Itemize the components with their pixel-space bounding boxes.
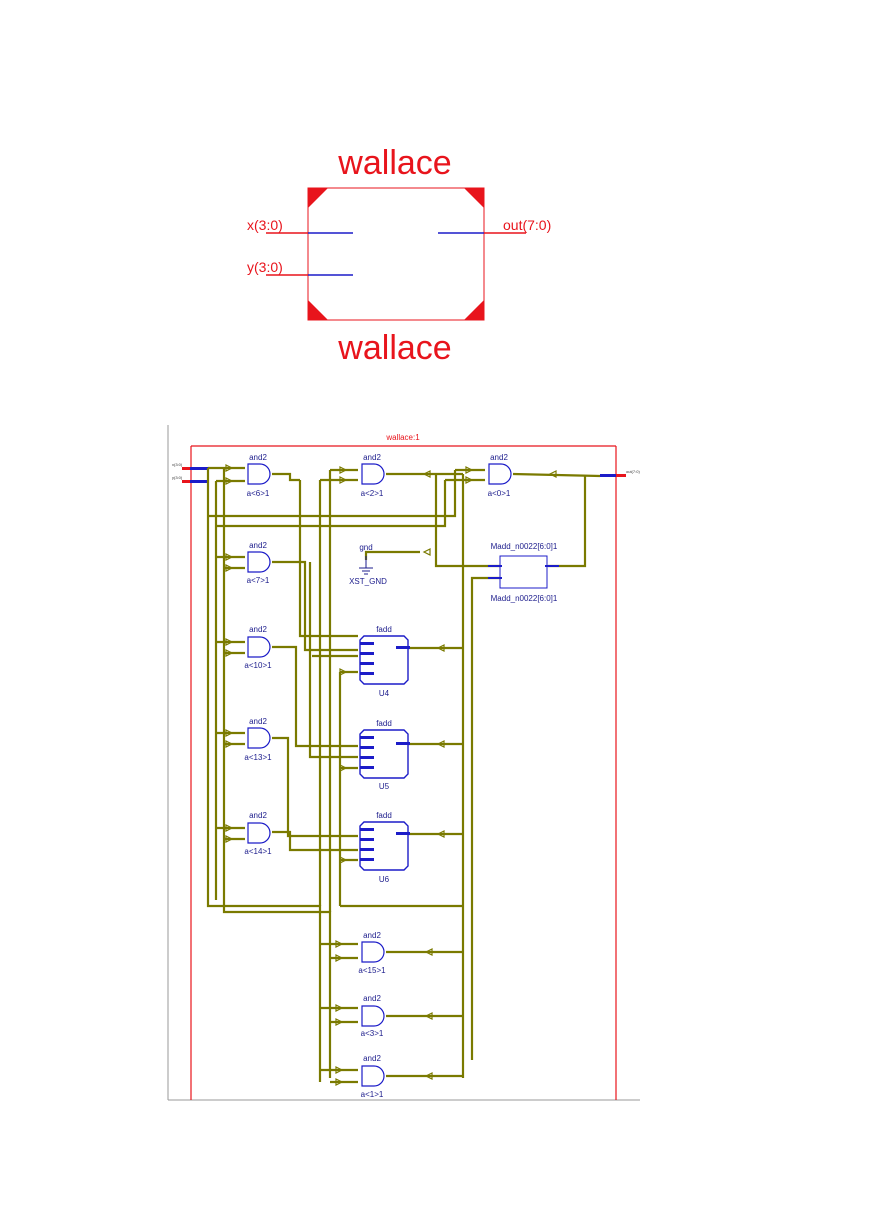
gnd-name: XST_GND: [349, 577, 387, 586]
gnd-symbol[interactable]: gnd XST_GND: [349, 543, 387, 586]
gate-a3-name: a<3>1: [361, 1029, 384, 1038]
bus-input-x: [190, 467, 208, 470]
gate-a1[interactable]: and2 a<1>1: [361, 1054, 385, 1099]
bus-input-x-tag: x(3:0): [172, 462, 183, 467]
bus-output-tag: out(7:0): [626, 469, 640, 474]
gate-a15-name: a<15>1: [358, 966, 386, 975]
madd-name: Madd_n0022[6:0]1: [491, 594, 558, 603]
madd-type: Madd_n0022[6:0]1: [491, 542, 558, 551]
port-label-y: y(3:0): [247, 259, 283, 275]
schematic-view: wallace:1 x(3:0) y(3:0) out(7:0): [167, 425, 640, 1101]
gate-a15[interactable]: and2 a<15>1: [358, 931, 386, 975]
wallace-symbol: wallace x(3:0) y(3:0) out(7:0) wallace: [247, 144, 551, 367]
fadd-u6-type: fadd: [376, 811, 392, 820]
symbol-title-top: wallace: [337, 144, 451, 182]
fadd-u5[interactable]: fadd U5: [359, 719, 410, 791]
gate-a13-type: and2: [249, 717, 267, 726]
bus-output: [600, 474, 616, 477]
bus-input-y: [190, 480, 208, 483]
symbol-title-bottom: wallace: [337, 329, 451, 367]
gate-a14-name: a<14>1: [244, 847, 272, 856]
gate-a13-name: a<13>1: [244, 753, 272, 762]
gate-a0-type: and2: [490, 453, 508, 462]
fadd-u4-name: U4: [379, 689, 390, 698]
fadd-u6-name: U6: [379, 875, 390, 884]
gate-a0[interactable]: and2 a<0>1: [488, 453, 512, 498]
gate-a0-name: a<0>1: [488, 489, 511, 498]
fadd-u5-type: fadd: [376, 719, 392, 728]
gate-a6[interactable]: and2 a<6>1: [247, 453, 271, 498]
corner-mark-br: [464, 300, 484, 320]
wire-net: [206, 466, 601, 1084]
gate-a15-type: and2: [363, 931, 381, 940]
fadd-u5-name: U5: [379, 782, 390, 791]
gate-a7-type: and2: [249, 541, 267, 550]
gate-a3[interactable]: and2 a<3>1: [361, 994, 385, 1038]
fadd-u6[interactable]: fadd U6: [359, 811, 410, 884]
gate-a1-name: a<1>1: [361, 1090, 384, 1099]
gate-a3-type: and2: [363, 994, 381, 1003]
gate-a13[interactable]: and2 a<13>1: [244, 717, 272, 762]
corner-mark-bl: [308, 300, 328, 320]
symbol-body: [307, 187, 485, 321]
bus-output-stub: [616, 474, 626, 477]
gate-a14-type: and2: [249, 811, 267, 820]
gnd-type: gnd: [359, 543, 372, 552]
gate-a10-type: and2: [249, 625, 267, 634]
gate-a2[interactable]: and2 a<2>1: [361, 453, 385, 498]
bus-input-y-tag: y(3:0): [172, 475, 183, 480]
frame-label: wallace:1: [385, 433, 420, 442]
madd-block[interactable]: Madd_n0022[6:0]1 Madd_n0022[6:0]1: [488, 542, 559, 603]
gate-a7[interactable]: and2 a<7>1: [247, 541, 271, 585]
port-label-out: out(7:0): [503, 217, 551, 233]
gate-a10-name: a<10>1: [244, 661, 272, 670]
gate-a10[interactable]: and2 a<10>1: [244, 625, 272, 670]
wire-arrow-markers: [225, 464, 557, 1086]
gate-a2-type: and2: [363, 453, 381, 462]
corner-mark-tr: [464, 188, 484, 208]
bus-input-y-stub: [182, 480, 190, 483]
port-label-x: x(3:0): [247, 217, 283, 233]
gate-a6-type: and2: [249, 453, 267, 462]
gate-a7-name: a<7>1: [247, 576, 270, 585]
gate-a6-name: a<6>1: [247, 489, 270, 498]
gate-a14[interactable]: and2 a<14>1: [244, 811, 272, 856]
fadd-u4[interactable]: fadd U4: [359, 625, 410, 698]
bus-input-x-stub: [182, 467, 190, 470]
gate-a1-type: and2: [363, 1054, 381, 1063]
fadd-u4-type: fadd: [376, 625, 392, 634]
corner-mark-tl: [308, 188, 328, 208]
gate-a2-name: a<2>1: [361, 489, 384, 498]
